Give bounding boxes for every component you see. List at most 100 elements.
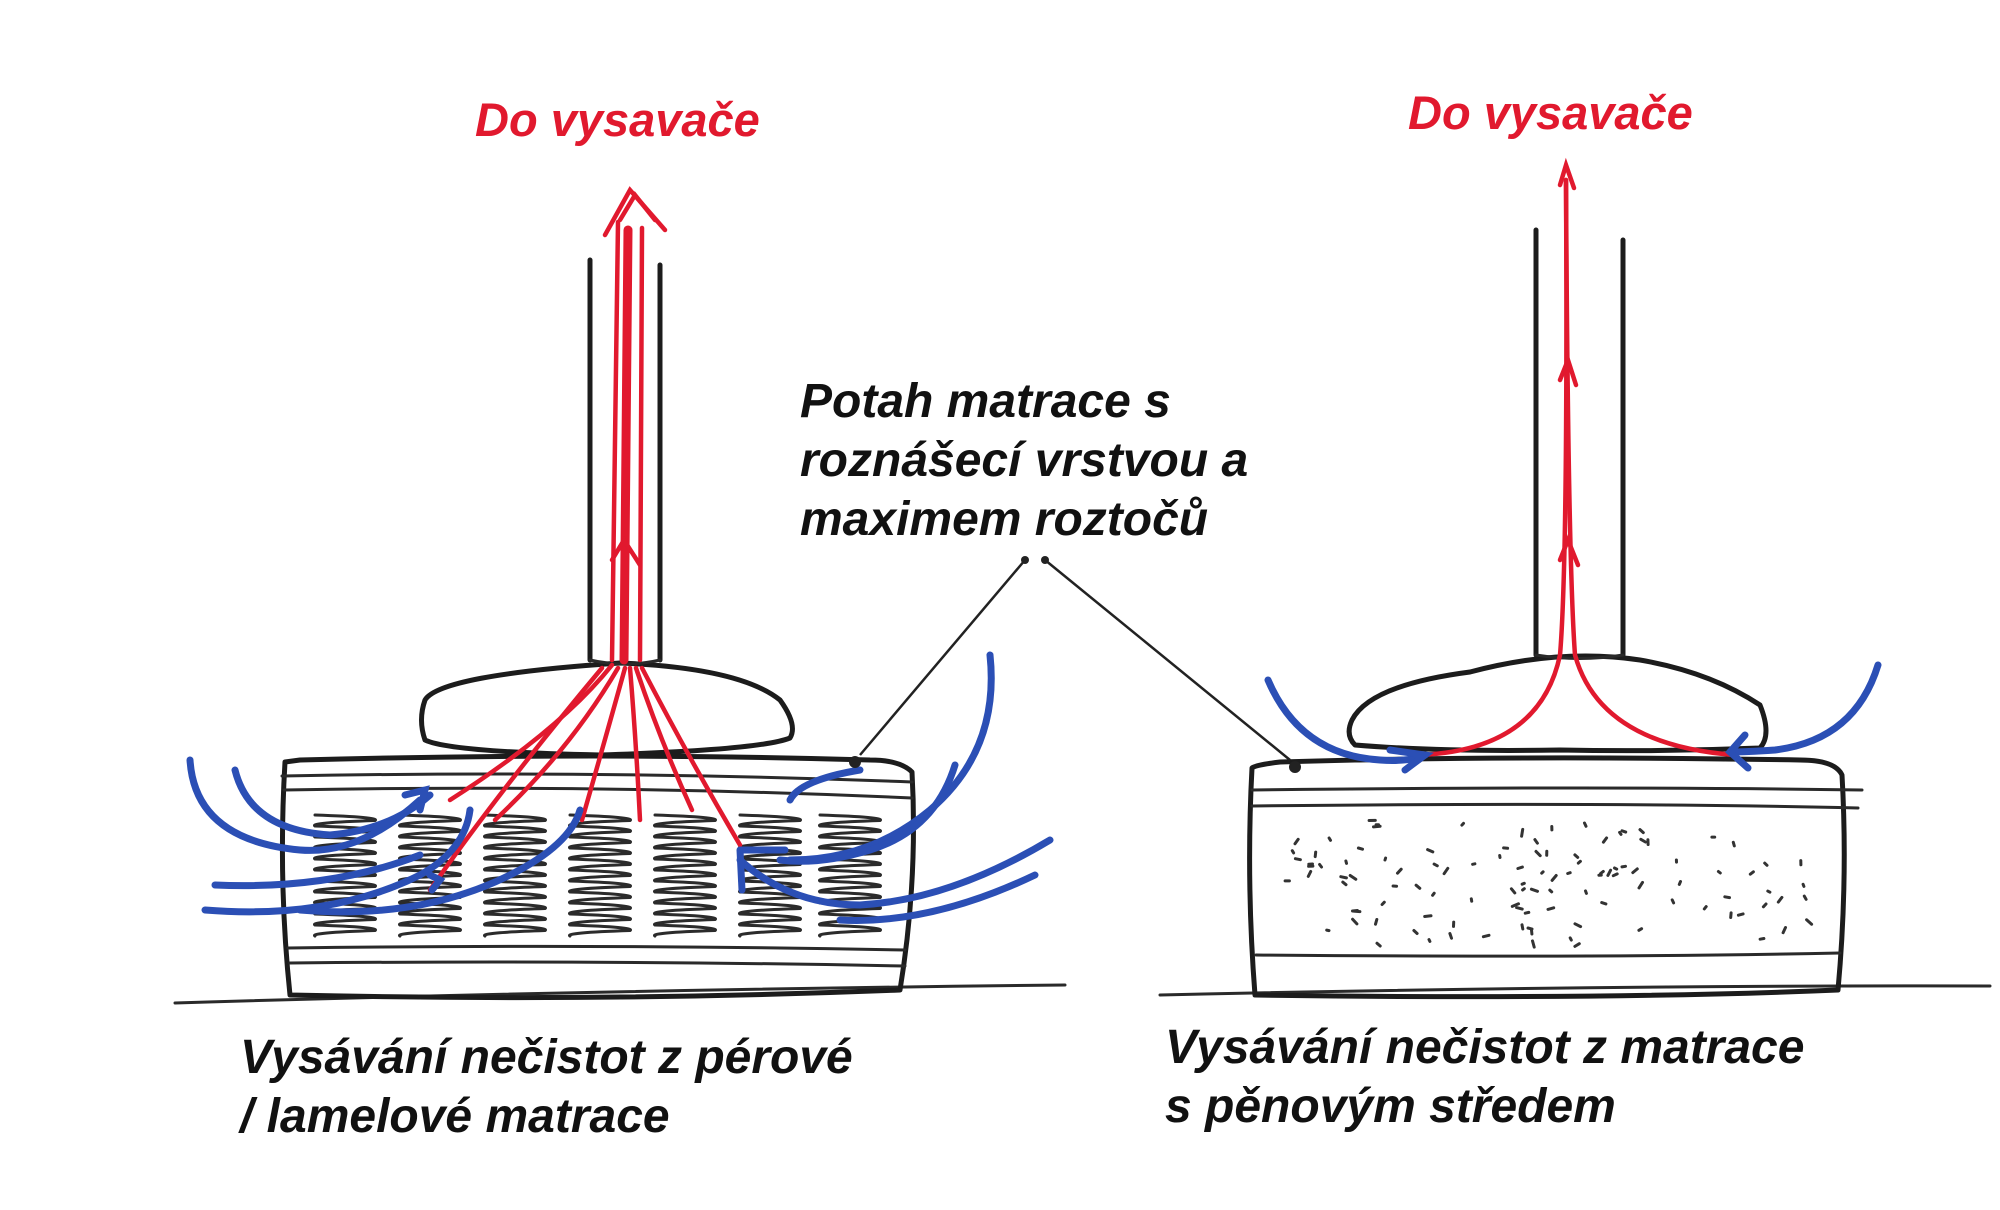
foam-speckle [1586, 891, 1587, 894]
foam-speckle [1803, 884, 1804, 886]
suction-flow-right [1420, 165, 1735, 755]
foam-speckle [1341, 877, 1347, 878]
foam-speckle [1704, 907, 1706, 909]
foam-speckle [1414, 931, 1417, 934]
caption-left-line-1: Vysávání nečistot z pérové [240, 1028, 853, 1087]
caption-right-line-2: s pěnovým středem [1165, 1077, 1804, 1136]
caption-spring-mattress: Vysávání nečistot z pérové / lamelové ma… [240, 1028, 853, 1146]
foam-speckle [1536, 851, 1540, 855]
air-flow-right [1268, 665, 1878, 770]
vacuum-nozzle-left [422, 260, 793, 755]
foam-speckle [1295, 839, 1298, 844]
foam-speckle [1511, 889, 1514, 893]
label-to-vacuum-right: Do vysavače [1408, 85, 1693, 140]
foam-speckle [1550, 890, 1552, 892]
foam-speckle [1760, 939, 1764, 940]
foam-speckle [1763, 904, 1766, 907]
foam-speckle [1533, 941, 1535, 947]
foam-speckle [1512, 904, 1518, 907]
foam-speckle [1750, 872, 1753, 874]
foam-speckle [1374, 826, 1381, 827]
foam-speckle [1416, 885, 1420, 888]
foam-speckle [1308, 872, 1310, 877]
foam-speckle [1622, 866, 1626, 867]
label-to-vacuum-left: Do vysavače [475, 92, 760, 147]
callout-line-3: maximem roztočů [800, 490, 1248, 549]
foam-speckle [1353, 911, 1358, 912]
foam-speckle [1327, 930, 1329, 931]
air-flow-left [190, 655, 1050, 920]
foam-speckle [1615, 868, 1617, 869]
foam-speckle [1473, 864, 1475, 865]
foam-speckle [1613, 874, 1617, 876]
foam-speckle [1462, 823, 1464, 825]
foam-speckle [1725, 897, 1730, 898]
foam-speckle [1483, 935, 1489, 936]
foam-speckle [1672, 900, 1673, 903]
callout-line-2: roznášecí vrstvou a [800, 431, 1248, 490]
foam-speckle [1295, 859, 1300, 860]
foam-speckle [1548, 908, 1554, 910]
foam-speckle [1608, 870, 1611, 875]
springs [315, 815, 881, 936]
spring-coil [655, 815, 716, 936]
foam-texture [1285, 820, 1812, 947]
foam-speckle [1434, 864, 1437, 866]
foam-speckle [1733, 842, 1734, 846]
foam-speckle [1382, 902, 1384, 904]
foam-speckle [1620, 832, 1621, 834]
foam-speckle [1601, 871, 1604, 873]
foam-speckle [1778, 897, 1782, 902]
foam-speckle [1575, 944, 1579, 947]
foam-speckle [1353, 919, 1357, 924]
foam-speckle [1718, 872, 1720, 874]
foam-speckle [1525, 912, 1529, 913]
foam-speckle [1570, 938, 1571, 940]
foam-speckle [1329, 838, 1330, 840]
foam-speckle [1679, 882, 1680, 885]
foam-speckle [1602, 903, 1606, 904]
foam-speckle [1552, 876, 1556, 881]
foam-speckle [1358, 848, 1362, 849]
foam-speckle [1523, 889, 1525, 890]
foam-speckle [1444, 868, 1448, 873]
foam-speckle [1542, 872, 1543, 873]
foam-speckle [1622, 831, 1626, 832]
foam-speckle [1292, 851, 1293, 853]
callout-mattress-cover: Potah matrace s roznášecí vrstvou a maxi… [800, 372, 1248, 549]
foam-speckle [1385, 858, 1386, 860]
foam-speckle [1568, 873, 1571, 874]
foam-speckle [1575, 924, 1581, 927]
spring-coil [740, 815, 801, 936]
foam-speckle [1531, 889, 1537, 891]
foam-speckle [1518, 867, 1523, 868]
foam-speckle [1517, 908, 1523, 910]
foam-speckle [1425, 916, 1431, 917]
foam-speckle [1522, 829, 1523, 836]
foam-speckle [1350, 876, 1356, 880]
foam-speckle [1535, 840, 1538, 844]
foam-speckle [1450, 934, 1452, 939]
foam-speckle [1522, 883, 1524, 884]
foam-speckle [1433, 893, 1435, 895]
foam-speckle [1633, 869, 1638, 873]
foam-speckle [1807, 920, 1812, 924]
caption-foam-mattress: Vysávání nečistot z matrace s pěnovým st… [1165, 1018, 1804, 1136]
foam-speckle [1603, 838, 1606, 842]
foam-speckle [1522, 925, 1523, 929]
foam-speckle [1804, 896, 1806, 899]
callout-line-1: Potah matrace s [800, 372, 1248, 431]
foam-speckle [1639, 929, 1642, 931]
foam-speckle [1376, 920, 1377, 925]
foam-speckle [1320, 865, 1322, 868]
foam-speckle [1315, 852, 1316, 857]
foam-speckle [1528, 928, 1532, 929]
foam-speckle [1768, 891, 1770, 892]
foam-speckle [1377, 943, 1380, 946]
spring-coil [570, 815, 631, 936]
caption-right-line-1: Vysávání nečistot z matrace [1165, 1018, 1804, 1077]
foam-speckle [1765, 863, 1767, 865]
foam-speckle [1343, 882, 1346, 885]
foam-speckle [1429, 940, 1430, 942]
